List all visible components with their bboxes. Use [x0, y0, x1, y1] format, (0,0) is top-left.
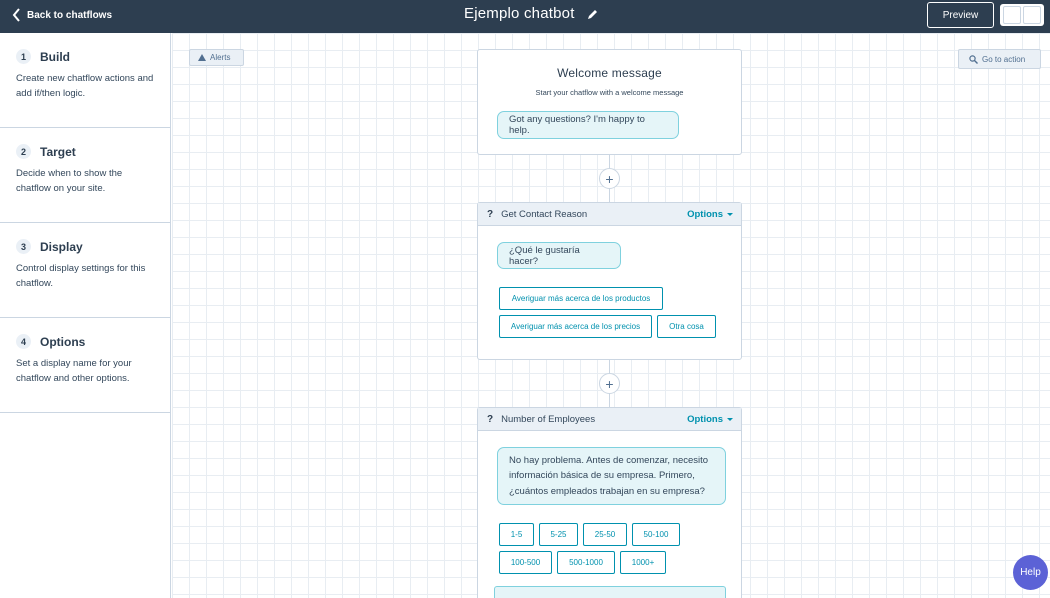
help-button[interactable]: Help: [1013, 555, 1048, 590]
step-number: 4: [16, 334, 31, 349]
chatflow-title: Ejemplo chatbot: [464, 5, 575, 22]
steps-sidebar: 1 Build Create new chatflow actions and …: [0, 33, 171, 598]
question-mark-icon: ?: [487, 209, 493, 220]
next-action-bubble: [494, 586, 726, 598]
step-title: Display: [40, 240, 83, 254]
preview-button[interactable]: Preview: [927, 2, 994, 28]
welcome-title: Welcome message: [478, 66, 741, 80]
caret-down-icon: [727, 418, 733, 421]
step-title: Options: [40, 335, 85, 349]
back-label: Back to chatflows: [27, 10, 112, 21]
question-card-header: ? Number of Employees Options: [478, 408, 741, 431]
caret-down-icon: [727, 213, 733, 216]
options-label: Options: [687, 209, 723, 220]
question-card-header: ? Get Contact Reason Options: [478, 203, 741, 226]
choice-chip[interactable]: 5-25: [539, 523, 578, 546]
alerts-button[interactable]: Alerts: [189, 49, 244, 66]
search-icon: [969, 55, 978, 64]
step-description: Decide when to show the chatflow on your…: [16, 166, 158, 196]
step-title: Target: [40, 145, 76, 159]
pencil-icon[interactable]: [587, 8, 599, 20]
view-toggle[interactable]: [1000, 4, 1044, 26]
step-description: Set a display name for your chatflow and…: [16, 356, 158, 386]
question-bubble[interactable]: No hay problema. Antes de comenzar, nece…: [497, 447, 726, 505]
options-dropdown[interactable]: Options: [687, 209, 733, 220]
top-bar: Back to chatflows Ejemplo chatbot Previe…: [0, 0, 1050, 33]
step-target[interactable]: 2 Target Decide when to show the chatflo…: [0, 128, 171, 223]
warning-icon: [198, 54, 206, 61]
question-bubble[interactable]: ¿Qué le gustaría hacer?: [497, 242, 621, 269]
toggle-right[interactable]: [1023, 6, 1041, 24]
choice-chip[interactable]: Otra cosa: [657, 315, 716, 338]
back-to-chatflows-link[interactable]: Back to chatflows: [12, 8, 112, 22]
question-card-contact-reason[interactable]: ? Get Contact Reason Options ¿Qué le gus…: [477, 202, 742, 360]
go-to-action-button[interactable]: Go to action: [958, 49, 1041, 69]
question-card-number-of-employees[interactable]: ? Number of Employees Options No hay pro…: [477, 407, 742, 598]
add-action-button[interactable]: +: [599, 168, 620, 189]
choice-chip[interactable]: 25-50: [583, 523, 627, 546]
step-display[interactable]: 3 Display Control display settings for t…: [0, 223, 171, 318]
choice-chip[interactable]: 100-500: [499, 551, 552, 574]
flow-canvas[interactable]: Alerts Go to action Welcome message Star…: [172, 33, 1050, 598]
welcome-bubble[interactable]: Got any questions? I'm happy to help.: [497, 111, 679, 139]
step-number: 1: [16, 49, 31, 64]
go-to-action-label: Go to action: [982, 55, 1025, 64]
step-build[interactable]: 1 Build Create new chatflow actions and …: [0, 33, 171, 128]
choice-chip[interactable]: 1000+: [620, 551, 666, 574]
alerts-label: Alerts: [210, 53, 230, 62]
toggle-left[interactable]: [1003, 6, 1021, 24]
choice-chip[interactable]: 50-100: [632, 523, 680, 546]
choice-chip[interactable]: Averiguar más acerca de los productos: [499, 287, 663, 310]
choice-chip[interactable]: Averiguar más acerca de los precios: [499, 315, 652, 338]
step-number: 3: [16, 239, 31, 254]
question-mark-icon: ?: [487, 414, 493, 425]
question-title: Number of Employees: [501, 414, 595, 425]
welcome-message-card[interactable]: Welcome message Start your chatflow with…: [477, 49, 742, 155]
options-dropdown[interactable]: Options: [687, 414, 733, 425]
choice-chip[interactable]: 1-5: [499, 523, 534, 546]
step-title: Build: [40, 50, 70, 64]
chevron-left-icon: [12, 8, 21, 22]
step-number: 2: [16, 144, 31, 159]
step-description: Create new chatflow actions and add if/t…: [16, 71, 158, 101]
options-label: Options: [687, 414, 723, 425]
choice-chip[interactable]: 500-1000: [557, 551, 615, 574]
step-options[interactable]: 4 Options Set a display name for your ch…: [0, 318, 171, 413]
step-description: Control display settings for this chatfl…: [16, 261, 158, 291]
title-area: Ejemplo chatbot: [464, 5, 599, 22]
welcome-subtitle: Start your chatflow with a welcome messa…: [478, 88, 741, 97]
add-action-button[interactable]: +: [599, 373, 620, 394]
question-title: Get Contact Reason: [501, 209, 587, 220]
